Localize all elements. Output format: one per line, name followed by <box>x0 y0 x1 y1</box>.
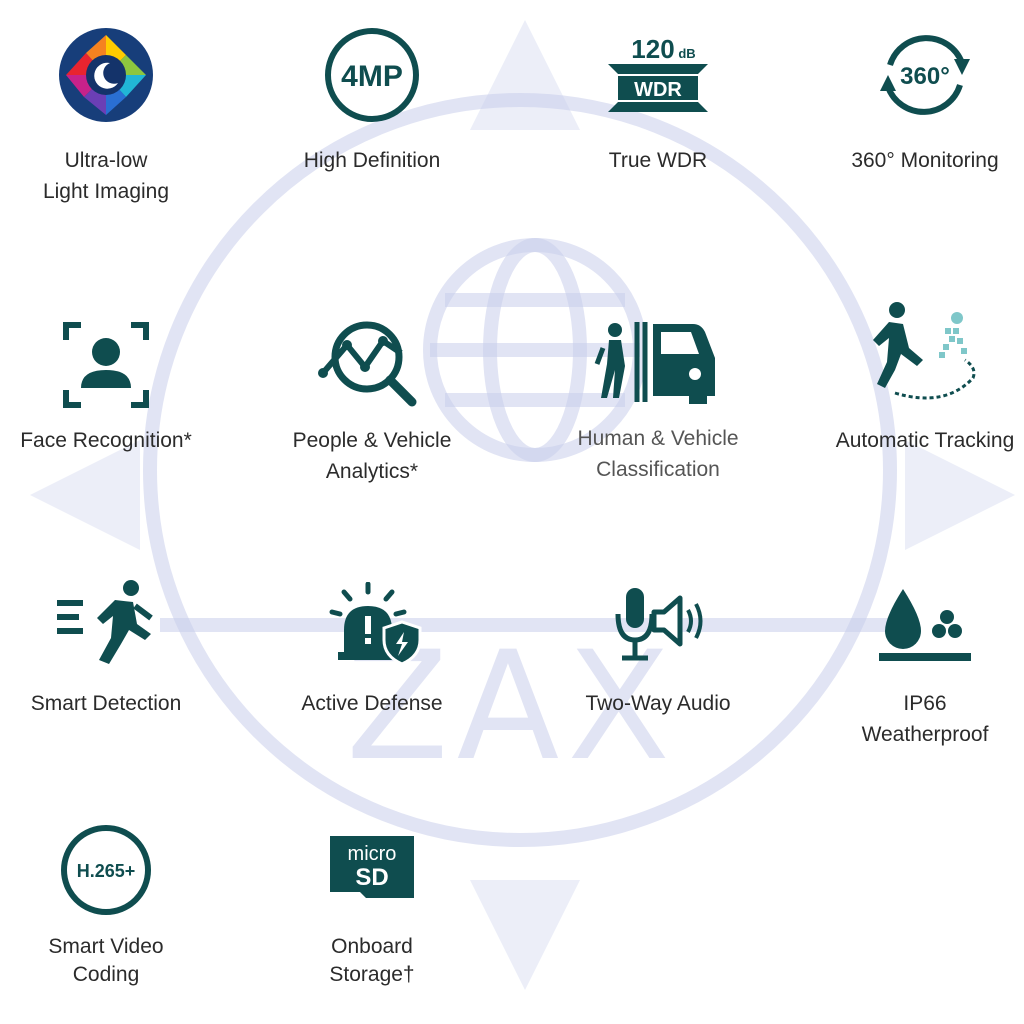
sd-text: SD <box>355 864 388 891</box>
microsd-card-icon: micro SD <box>244 832 500 942</box>
feature-label-2: Light Imaging <box>42 180 170 203</box>
feature-label-2: Storage† <box>329 963 415 986</box>
feature-label: Automatic Tracking <box>835 429 1015 452</box>
face-scan-icon <box>0 320 234 430</box>
360-rotate-icon: 360° <box>797 25 1024 135</box>
4mp-text: 4MP <box>341 60 403 93</box>
person-car-icon <box>530 318 786 428</box>
feature-label: 360° Monitoring <box>851 149 999 172</box>
feature-label: Two-Way Audio <box>585 692 731 715</box>
feature-label: True WDR <box>608 149 708 172</box>
feature-label: Smart Detection <box>30 692 182 715</box>
water-drop-icon <box>797 585 1024 695</box>
tracking-person-icon <box>797 298 1024 408</box>
feature-label: IP66 <box>903 692 947 715</box>
wdr-value: 120 <box>631 34 674 64</box>
h265-icon: H.265+ <box>0 822 234 932</box>
running-person-icon <box>0 578 234 688</box>
feature-label: Onboard <box>331 935 413 958</box>
feature-label: People & Vehicle <box>292 429 452 452</box>
h265-text: H.265+ <box>77 861 136 881</box>
4mp-icon: 4MP <box>244 25 500 135</box>
feature-label: Face Recognition* <box>20 429 192 452</box>
feature-label: Smart Video <box>48 935 164 958</box>
analytics-magnifier-icon <box>244 315 500 425</box>
wdr-icon: 120 dB WDR <box>530 30 786 140</box>
feature-label-2: Weatherproof <box>861 723 989 746</box>
alarm-shield-icon <box>244 582 500 692</box>
feature-label: Human & Vehicle <box>577 427 739 450</box>
feature-label-2: Classification <box>596 458 720 481</box>
wdr-unit: dB <box>678 46 695 61</box>
night-vision-icon <box>0 25 234 135</box>
feature-label: High Definition <box>303 149 441 172</box>
feature-label-2: Coding <box>72 963 140 986</box>
feature-label: Active Defense <box>301 692 443 715</box>
360-text: 360° <box>900 63 950 90</box>
mic-speaker-icon <box>530 584 786 694</box>
feature-label: Ultra-low <box>64 149 148 172</box>
wdr-text: WDR <box>634 79 682 101</box>
feature-label-2: Analytics* <box>325 460 419 483</box>
micro-text: micro <box>348 843 397 865</box>
